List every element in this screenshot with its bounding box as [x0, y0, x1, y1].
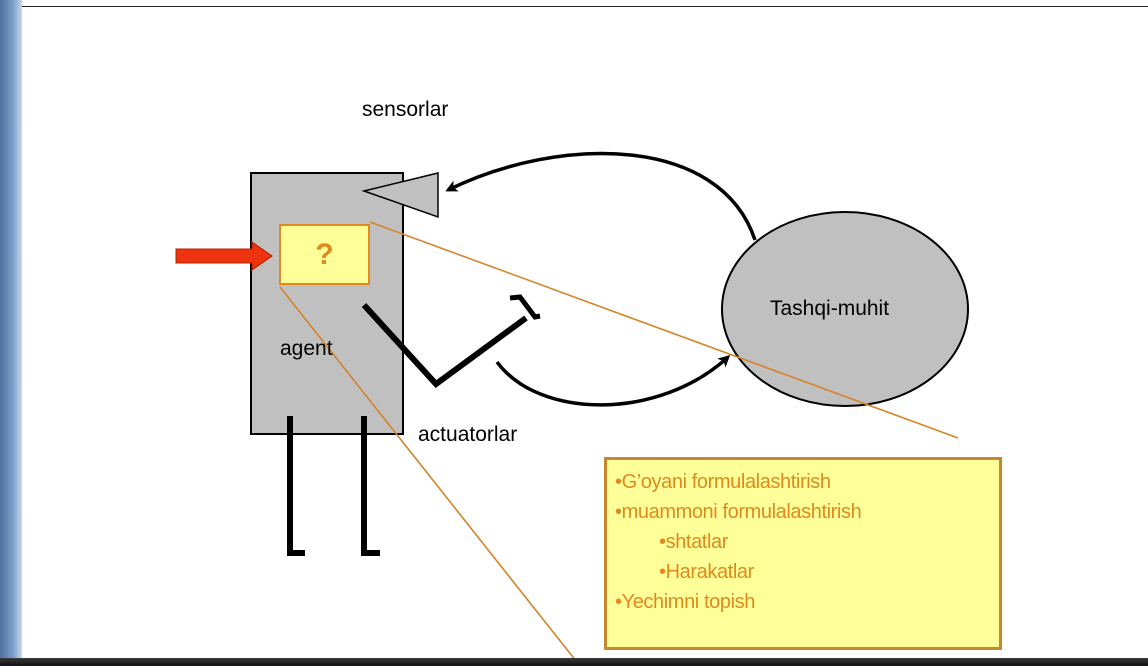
actuator-label: actuatorlar [418, 423, 518, 446]
sensor-icon [361, 172, 439, 219]
bullet-icon: • [615, 471, 622, 493]
environment-label: Tashqi-muhit [770, 297, 890, 320]
environment-ellipse [721, 211, 969, 407]
bullet-icon: • [659, 531, 666, 553]
percept-arrow [445, 151, 757, 241]
action-arrow [495, 354, 731, 407]
agent-function-box: ? [279, 224, 370, 285]
info-subitem: •Harakatlar [659, 561, 754, 583]
agent-body [250, 172, 404, 435]
info-item: •muammoni formulalashtirish [615, 501, 862, 523]
agent-right-leg [361, 416, 380, 556]
callout-line-bottom [279, 286, 581, 666]
info-item: •G’oyani formulalashtirish [615, 471, 831, 493]
actuator-gripper-icon [509, 294, 541, 320]
info-item: •Yechimni topish [615, 591, 755, 613]
slide-top-border [22, 6, 1148, 7]
bullet-icon: • [615, 591, 622, 613]
sensor-label: sensorlar [362, 98, 449, 121]
bullet-icon: • [615, 501, 622, 523]
agent-label: agent [280, 337, 333, 360]
problem-solving-steps-box: •G’oyani formulalashtirish •muammoni for… [604, 457, 1002, 650]
slide-frame-left-bar [0, 0, 22, 666]
question-mark: ? [315, 237, 334, 271]
agent-left-leg [287, 416, 305, 556]
input-arrow-icon [175, 241, 273, 271]
actuator-arm-icon [361, 302, 528, 389]
bullet-icon: • [659, 561, 666, 583]
callout-line-top [369, 221, 959, 439]
slide-bottom-bar [0, 658, 1148, 666]
info-subitem: •shtatlar [659, 531, 728, 553]
